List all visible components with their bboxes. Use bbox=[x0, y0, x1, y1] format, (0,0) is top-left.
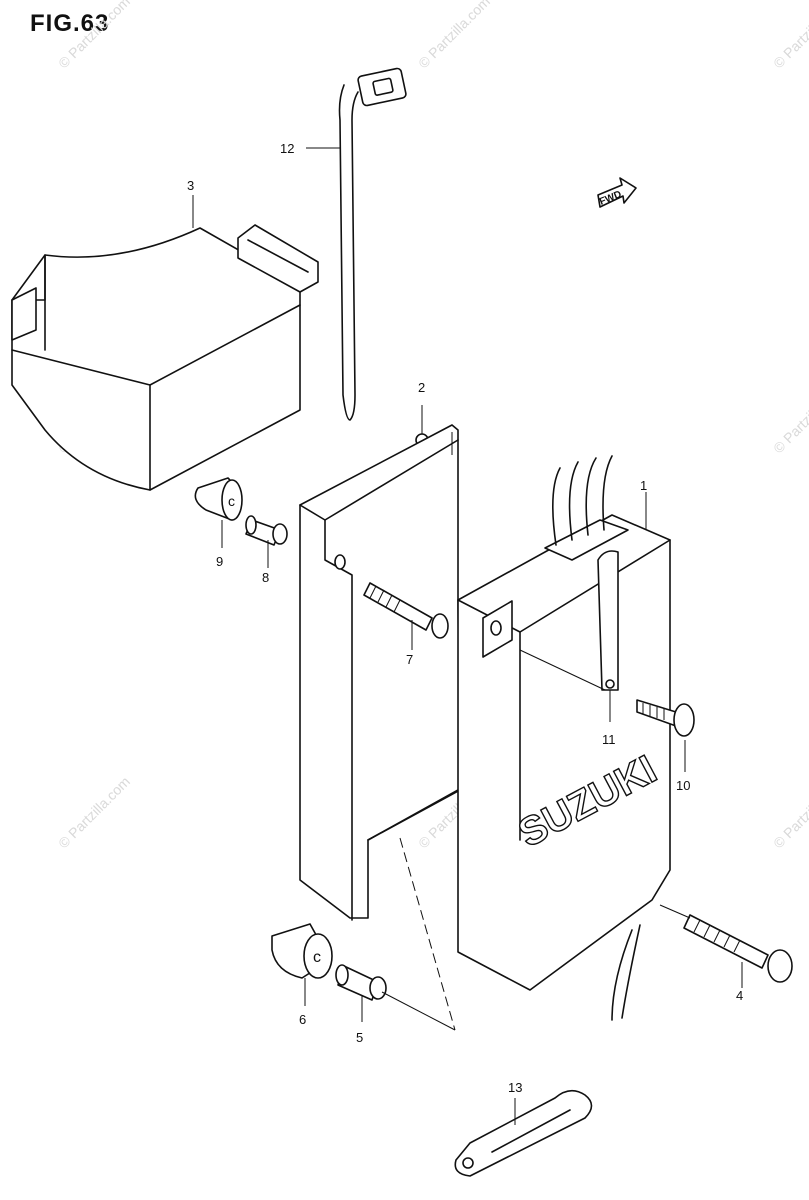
callout-3: 3 bbox=[187, 178, 194, 193]
callout-9: 9 bbox=[216, 554, 223, 569]
callout-7: 7 bbox=[406, 652, 413, 667]
callout-13: 13 bbox=[508, 1080, 522, 1095]
part-3-cover bbox=[11, 224, 319, 491]
callout-1: 1 bbox=[640, 478, 647, 493]
callout-12: 12 bbox=[280, 141, 294, 156]
assembly-lines bbox=[381, 432, 606, 1031]
figure-title: FIG.63 bbox=[30, 10, 110, 37]
part-5-collar bbox=[335, 964, 387, 1022]
mounting-bracket bbox=[299, 424, 461, 921]
part-6-grommet: c bbox=[271, 923, 333, 1006]
callout-8: 8 bbox=[262, 570, 269, 585]
callout-5: 5 bbox=[356, 1030, 363, 1045]
part-12-cable-tie bbox=[338, 67, 407, 421]
svg-text:c: c bbox=[228, 493, 235, 509]
part-10-bolt bbox=[636, 699, 695, 772]
part-11-strap bbox=[597, 550, 619, 722]
part-1-cdi-unit: SUZUKI bbox=[457, 455, 671, 1021]
part-4-bolt bbox=[659, 904, 793, 988]
svg-text:c: c bbox=[313, 949, 321, 966]
leader-lines bbox=[192, 147, 647, 530]
fwd-arrow-icon: FWD bbox=[597, 177, 637, 208]
part-7-bolt bbox=[363, 582, 449, 650]
part-8-collar bbox=[245, 515, 288, 568]
callout-4: 4 bbox=[736, 988, 743, 1003]
callout-11: 11 bbox=[602, 732, 616, 747]
part-9-grommet: c bbox=[194, 477, 243, 548]
callout-2: 2 bbox=[418, 380, 425, 395]
callout-6: 6 bbox=[299, 1012, 306, 1027]
fwd-label: FWD bbox=[598, 189, 623, 208]
part-13-strap bbox=[454, 1089, 593, 1177]
callout-10: 10 bbox=[676, 778, 690, 793]
